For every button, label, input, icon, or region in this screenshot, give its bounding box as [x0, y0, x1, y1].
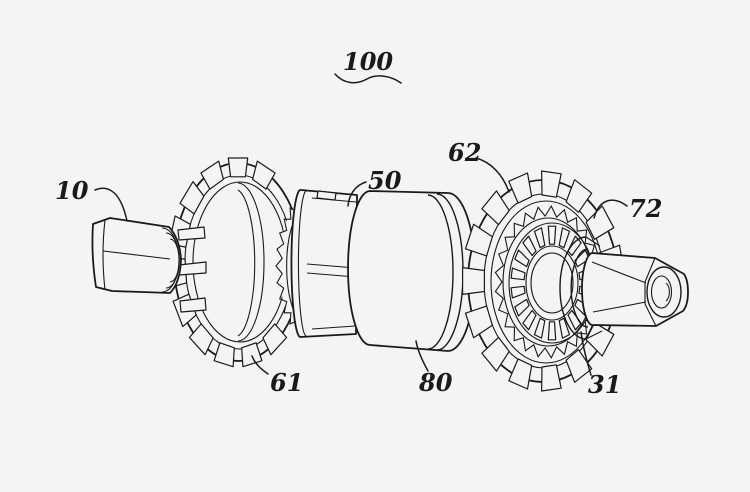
- reference-labels: 100 10 50 62 72 61 80 31: [55, 47, 662, 399]
- ref-label-61: 61: [270, 368, 303, 397]
- ref-label-80: 80: [418, 368, 453, 397]
- left-cup: [167, 157, 303, 368]
- ref-label-50: 50: [368, 166, 402, 195]
- spindle-left: [91, 217, 182, 294]
- ref-label-10: 10: [55, 176, 89, 205]
- left-cup-back-rim-tabs: [177, 226, 207, 313]
- leader-80: [415, 340, 429, 372]
- spindle-right: [581, 252, 689, 327]
- cartridge-sleeve: [290, 189, 358, 338]
- ref-label-31: 31: [588, 370, 621, 399]
- ref-label-72: 72: [629, 194, 662, 223]
- shell-body: [347, 190, 476, 352]
- ref-label-100: 100: [343, 47, 393, 76]
- leader-10: [94, 187, 128, 222]
- leader-72: [593, 199, 628, 219]
- leader-50: [347, 181, 367, 207]
- leader-31: [580, 331, 592, 376]
- leader-100: [334, 73, 402, 84]
- ref-label-62: 62: [448, 138, 481, 167]
- crown-serration: [494, 204, 602, 360]
- leader-61: [251, 355, 269, 375]
- leader-lines: [94, 73, 628, 376]
- bearing-cone: [559, 236, 603, 340]
- leader-62: [475, 157, 510, 193]
